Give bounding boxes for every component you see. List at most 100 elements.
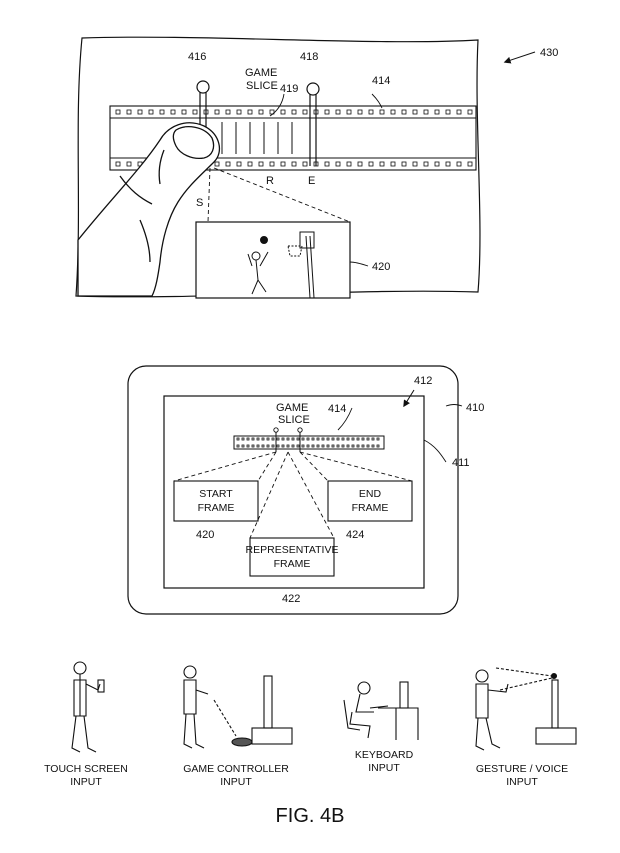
sprocket-hole bbox=[326, 444, 330, 448]
sprocket-hole bbox=[280, 109, 286, 115]
sprocket-hole bbox=[148, 109, 154, 115]
sprocket-hole bbox=[281, 437, 285, 441]
sprocket-hole bbox=[423, 109, 429, 115]
sprocket-hole bbox=[357, 109, 363, 115]
sprocket-hole bbox=[280, 161, 286, 167]
sprocket-hole bbox=[371, 437, 375, 441]
slice-label-line1: GAME bbox=[245, 67, 277, 79]
sprocket-hole bbox=[311, 437, 315, 441]
sprocket-hole bbox=[412, 109, 418, 115]
sprocket-hole bbox=[137, 109, 143, 115]
sprocket-hole bbox=[434, 109, 440, 115]
tablet-bezel bbox=[127, 365, 459, 615]
sprocket-hole bbox=[159, 109, 165, 115]
frame-connectors bbox=[173, 451, 413, 539]
sprocket-hole bbox=[236, 161, 242, 167]
representative-frame-box[interactable]: REPRESENTATIVE FRAME bbox=[246, 537, 339, 577]
sprocket-hole bbox=[291, 437, 295, 441]
sprocket-hole bbox=[261, 444, 265, 448]
sprocket-hole bbox=[256, 444, 260, 448]
sprocket-hole bbox=[341, 444, 345, 448]
sprocket-hole bbox=[456, 161, 462, 167]
tablet-filmstrip[interactable] bbox=[233, 427, 385, 452]
sprocket-hole bbox=[214, 109, 220, 115]
sprocket-hole bbox=[301, 437, 305, 441]
sprocket-hole bbox=[269, 161, 275, 167]
sprocket-hole bbox=[296, 444, 300, 448]
letter-r: R bbox=[266, 175, 274, 187]
ref-411: 411 bbox=[452, 457, 470, 469]
game-controller-figure bbox=[183, 665, 293, 749]
sprocket-hole bbox=[241, 444, 245, 448]
ref-412: 412 bbox=[414, 375, 432, 387]
sprocket-hole bbox=[246, 444, 250, 448]
end-slider-handle[interactable] bbox=[306, 82, 320, 166]
start-frame-line1: START bbox=[199, 488, 233, 500]
sprocket-hole bbox=[341, 437, 345, 441]
sprocket-hole bbox=[296, 437, 300, 441]
start-frame-line2: FRAME bbox=[198, 502, 235, 514]
tablet-screen[interactable] bbox=[163, 395, 425, 589]
ref-420-tablet: 420 bbox=[196, 529, 214, 541]
sprocket-hole bbox=[236, 444, 240, 448]
top-panel: 416 418 GAME SLICE 419 414 430 S R E 420 bbox=[75, 36, 558, 299]
sprocket-hole bbox=[324, 161, 330, 167]
sprocket-hole bbox=[291, 109, 297, 115]
ref-419: 419 bbox=[280, 83, 298, 95]
keyboard-label-line2: INPUT bbox=[368, 762, 400, 774]
sprocket-hole bbox=[126, 161, 132, 167]
sprocket-hole bbox=[256, 437, 260, 441]
start-frame-box[interactable]: START FRAME bbox=[173, 480, 259, 522]
sprocket-hole bbox=[301, 444, 305, 448]
ref-430: 430 bbox=[540, 47, 558, 59]
sprocket-hole bbox=[467, 161, 473, 167]
game-controller-label-line2: INPUT bbox=[220, 776, 252, 788]
sprocket-hole bbox=[336, 444, 340, 448]
sprocket-hole bbox=[225, 161, 231, 167]
ref-410: 410 bbox=[466, 402, 484, 414]
ref-416: 416 bbox=[188, 51, 206, 63]
sprocket-hole bbox=[346, 161, 352, 167]
input-methods: TOUCH SCREEN INPUT GAME CONTROLLER INPUT… bbox=[44, 661, 577, 788]
panel-outline bbox=[75, 36, 481, 298]
sprocket-hole bbox=[247, 109, 253, 115]
sprocket-hole bbox=[331, 444, 335, 448]
sprocket-hole bbox=[390, 161, 396, 167]
filmstrip bbox=[109, 105, 477, 171]
sprocket-hole bbox=[366, 444, 370, 448]
leader-430 bbox=[503, 51, 536, 64]
sprocket-hole bbox=[434, 161, 440, 167]
sprocket-hole bbox=[368, 109, 374, 115]
sprocket-hole bbox=[368, 161, 374, 167]
sprocket-hole bbox=[356, 437, 360, 441]
touch-screen-label-line2: INPUT bbox=[70, 776, 102, 788]
ref-420-top: 420 bbox=[372, 261, 390, 273]
touch-screen-label-line1: TOUCH SCREEN bbox=[44, 763, 128, 775]
leader-lines-top bbox=[269, 93, 383, 267]
sprocket-hole bbox=[346, 444, 350, 448]
sprocket-hole bbox=[351, 444, 355, 448]
ref-414-top: 414 bbox=[372, 75, 390, 87]
sprocket-hole bbox=[390, 109, 396, 115]
sprocket-hole bbox=[247, 161, 253, 167]
sprocket-hole bbox=[357, 161, 363, 167]
tablet-slice-label-line1: GAME bbox=[276, 402, 308, 414]
sprocket-hole bbox=[126, 109, 132, 115]
sprocket-hole bbox=[335, 109, 341, 115]
end-frame-box[interactable]: END FRAME bbox=[327, 480, 413, 522]
sprocket-hole bbox=[321, 437, 325, 441]
sprocket-hole bbox=[271, 444, 275, 448]
keyboard-label-line1: KEYBOARD bbox=[355, 749, 414, 761]
basketball-scene-illustration bbox=[247, 231, 315, 299]
sprocket-hole bbox=[331, 437, 335, 441]
preview-frame bbox=[195, 167, 351, 299]
gesture-voice-label-line2: INPUT bbox=[506, 776, 538, 788]
sprocket-hole bbox=[276, 437, 280, 441]
sprocket-hole bbox=[291, 444, 295, 448]
letter-s: S bbox=[196, 197, 203, 209]
sprocket-hole bbox=[115, 109, 121, 115]
sprocket-hole bbox=[266, 444, 270, 448]
sprocket-hole bbox=[467, 109, 473, 115]
sprocket-hole bbox=[236, 437, 240, 441]
